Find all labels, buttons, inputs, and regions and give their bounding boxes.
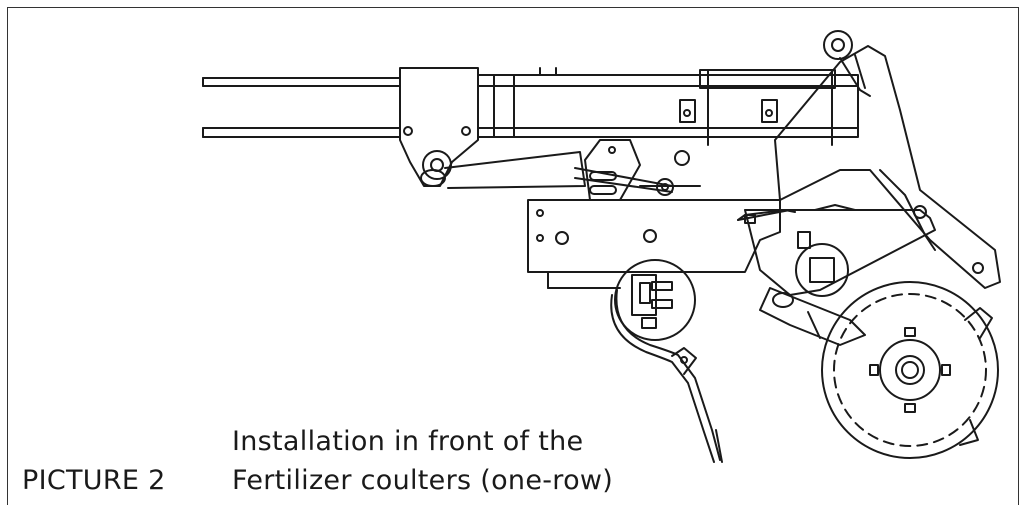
- depth-arm: [737, 204, 936, 296]
- fertilizer-coulter: [610, 259, 723, 463]
- square-hub: [795, 243, 849, 297]
- linkage-tube: [477, 67, 859, 146]
- frame-border: [7, 7, 1019, 505]
- hydraulic-cylinder: [444, 151, 701, 196]
- drawbar: [202, 77, 401, 138]
- hose: [737, 209, 796, 224]
- caption-line-2: Fertilizer coulters (one-row): [232, 465, 614, 496]
- picture-label: PICTURE 2: [22, 465, 166, 496]
- coulter-linkage: [759, 287, 866, 346]
- centre-bracket: [584, 139, 690, 201]
- press-wheel: [821, 281, 999, 459]
- mounting-bracket: [399, 67, 479, 187]
- caption-line-1: Installation in front of the: [232, 426, 584, 457]
